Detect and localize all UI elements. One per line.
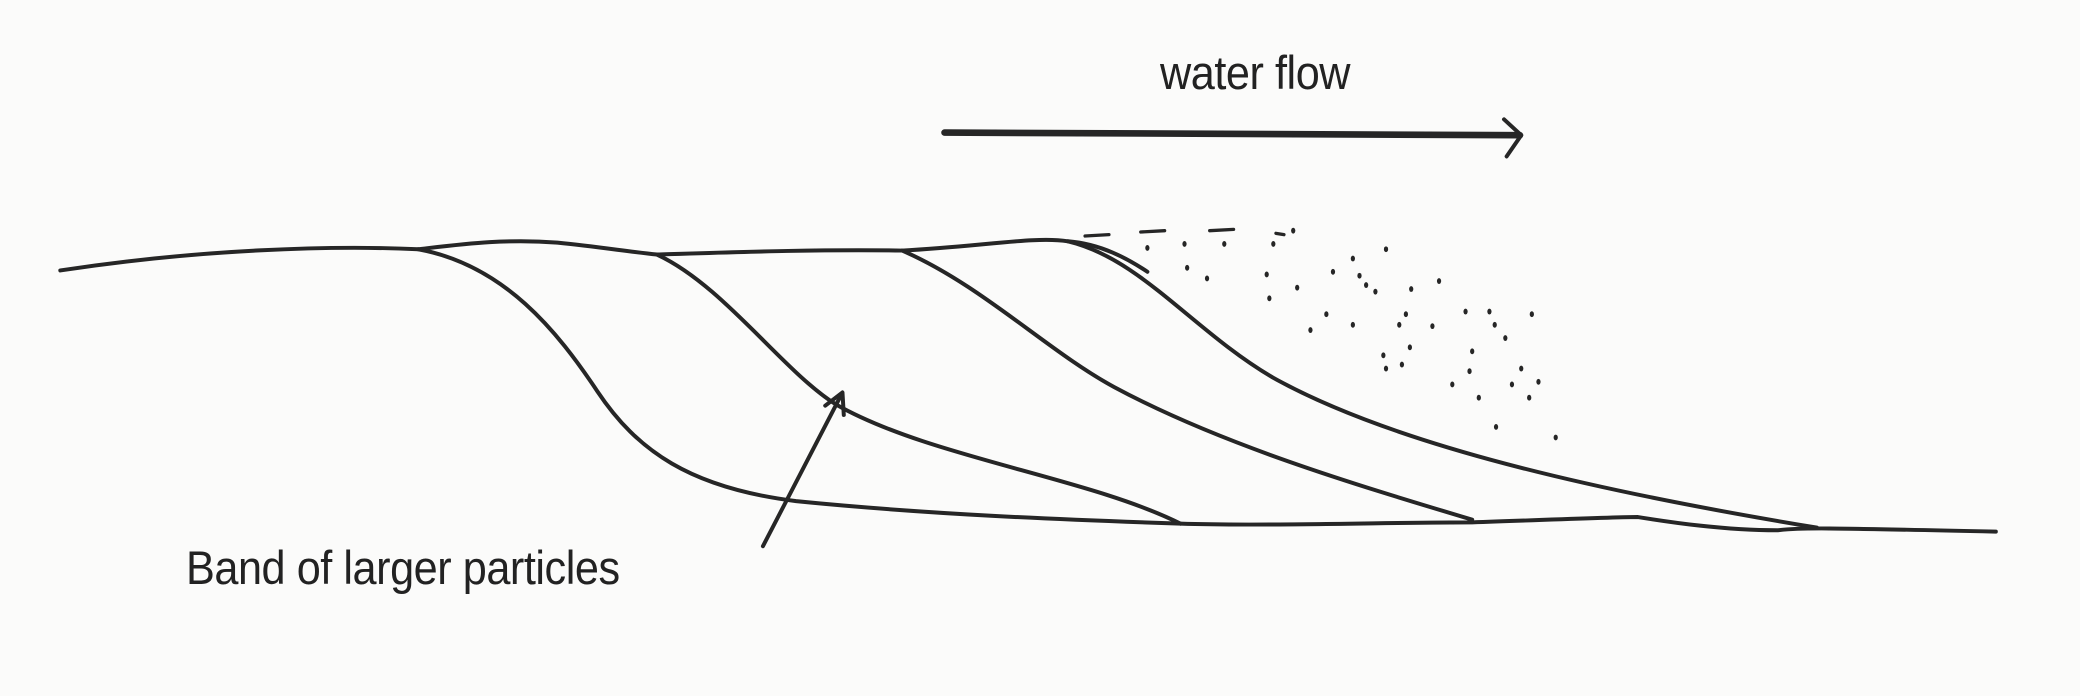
sediment-particle bbox=[1492, 321, 1497, 328]
sediment-particle bbox=[1373, 288, 1378, 295]
sediment-particle bbox=[1403, 311, 1409, 318]
sediment-dash bbox=[1274, 231, 1286, 237]
sediment-particle bbox=[1476, 394, 1481, 401]
sediment-particle bbox=[1503, 335, 1508, 341]
sediment-particle bbox=[1330, 268, 1336, 275]
sediment-particle bbox=[1553, 434, 1558, 441]
sediment-dash bbox=[1083, 232, 1111, 238]
sediment-particle bbox=[1436, 278, 1442, 284]
sediment-particle bbox=[1463, 308, 1468, 315]
particle-band-3 bbox=[900, 248, 1475, 522]
sediment-particle bbox=[1350, 255, 1355, 262]
sediment-particle bbox=[1509, 381, 1515, 388]
sediment-particle bbox=[1271, 241, 1276, 247]
sediment-particle bbox=[1470, 348, 1475, 355]
sediment-particle bbox=[1450, 381, 1455, 388]
sediment-particle bbox=[1399, 361, 1405, 368]
flow-arrow bbox=[941, 117, 1524, 159]
sediment-particle bbox=[1536, 378, 1541, 385]
sediment-particle bbox=[1357, 272, 1362, 279]
lee-slope-front bbox=[1065, 239, 1819, 530]
sediment-particle bbox=[1529, 311, 1534, 318]
sediment-particle bbox=[1409, 286, 1414, 292]
sediment-particle bbox=[1430, 323, 1435, 330]
sediment-particle bbox=[1519, 365, 1524, 372]
sediment-particle bbox=[1364, 282, 1369, 288]
sediment-particle bbox=[1350, 321, 1355, 328]
sediment-particle bbox=[1291, 227, 1296, 234]
sediment-particle bbox=[1324, 311, 1329, 318]
sediment-particle bbox=[1383, 365, 1389, 372]
sediment-particle bbox=[1383, 246, 1389, 253]
sediment-particle bbox=[1185, 264, 1190, 271]
sediment-particle bbox=[1295, 284, 1300, 291]
top-surface bbox=[58, 237, 1150, 274]
sediment-particle bbox=[1267, 295, 1272, 302]
sediment-particle bbox=[1467, 368, 1472, 375]
sediment-particle bbox=[1264, 271, 1269, 278]
sediment-particles bbox=[1083, 227, 1558, 441]
particle-band-2 bbox=[654, 252, 1183, 526]
sediment-particle bbox=[1493, 423, 1499, 430]
sediment-particle bbox=[1204, 275, 1210, 282]
sediment-particle bbox=[1381, 352, 1386, 359]
sediment-particle bbox=[1407, 344, 1412, 351]
sediment-particle bbox=[1222, 241, 1227, 247]
base-line bbox=[416, 247, 1998, 534]
sediment-dash bbox=[1208, 227, 1236, 233]
band-label: Band of larger particles bbox=[186, 541, 620, 594]
sediment-particle bbox=[1487, 308, 1492, 315]
sediment-particle bbox=[1182, 241, 1187, 247]
label-pointer-arrow bbox=[760, 390, 846, 549]
sediment-particle bbox=[1145, 244, 1150, 251]
sediment-particle bbox=[1308, 327, 1313, 334]
sediment-particle bbox=[1397, 321, 1402, 328]
water-flow-label: water flow bbox=[1160, 46, 1351, 99]
sediment-particle bbox=[1527, 394, 1532, 401]
sediment-dash bbox=[1139, 229, 1167, 234]
